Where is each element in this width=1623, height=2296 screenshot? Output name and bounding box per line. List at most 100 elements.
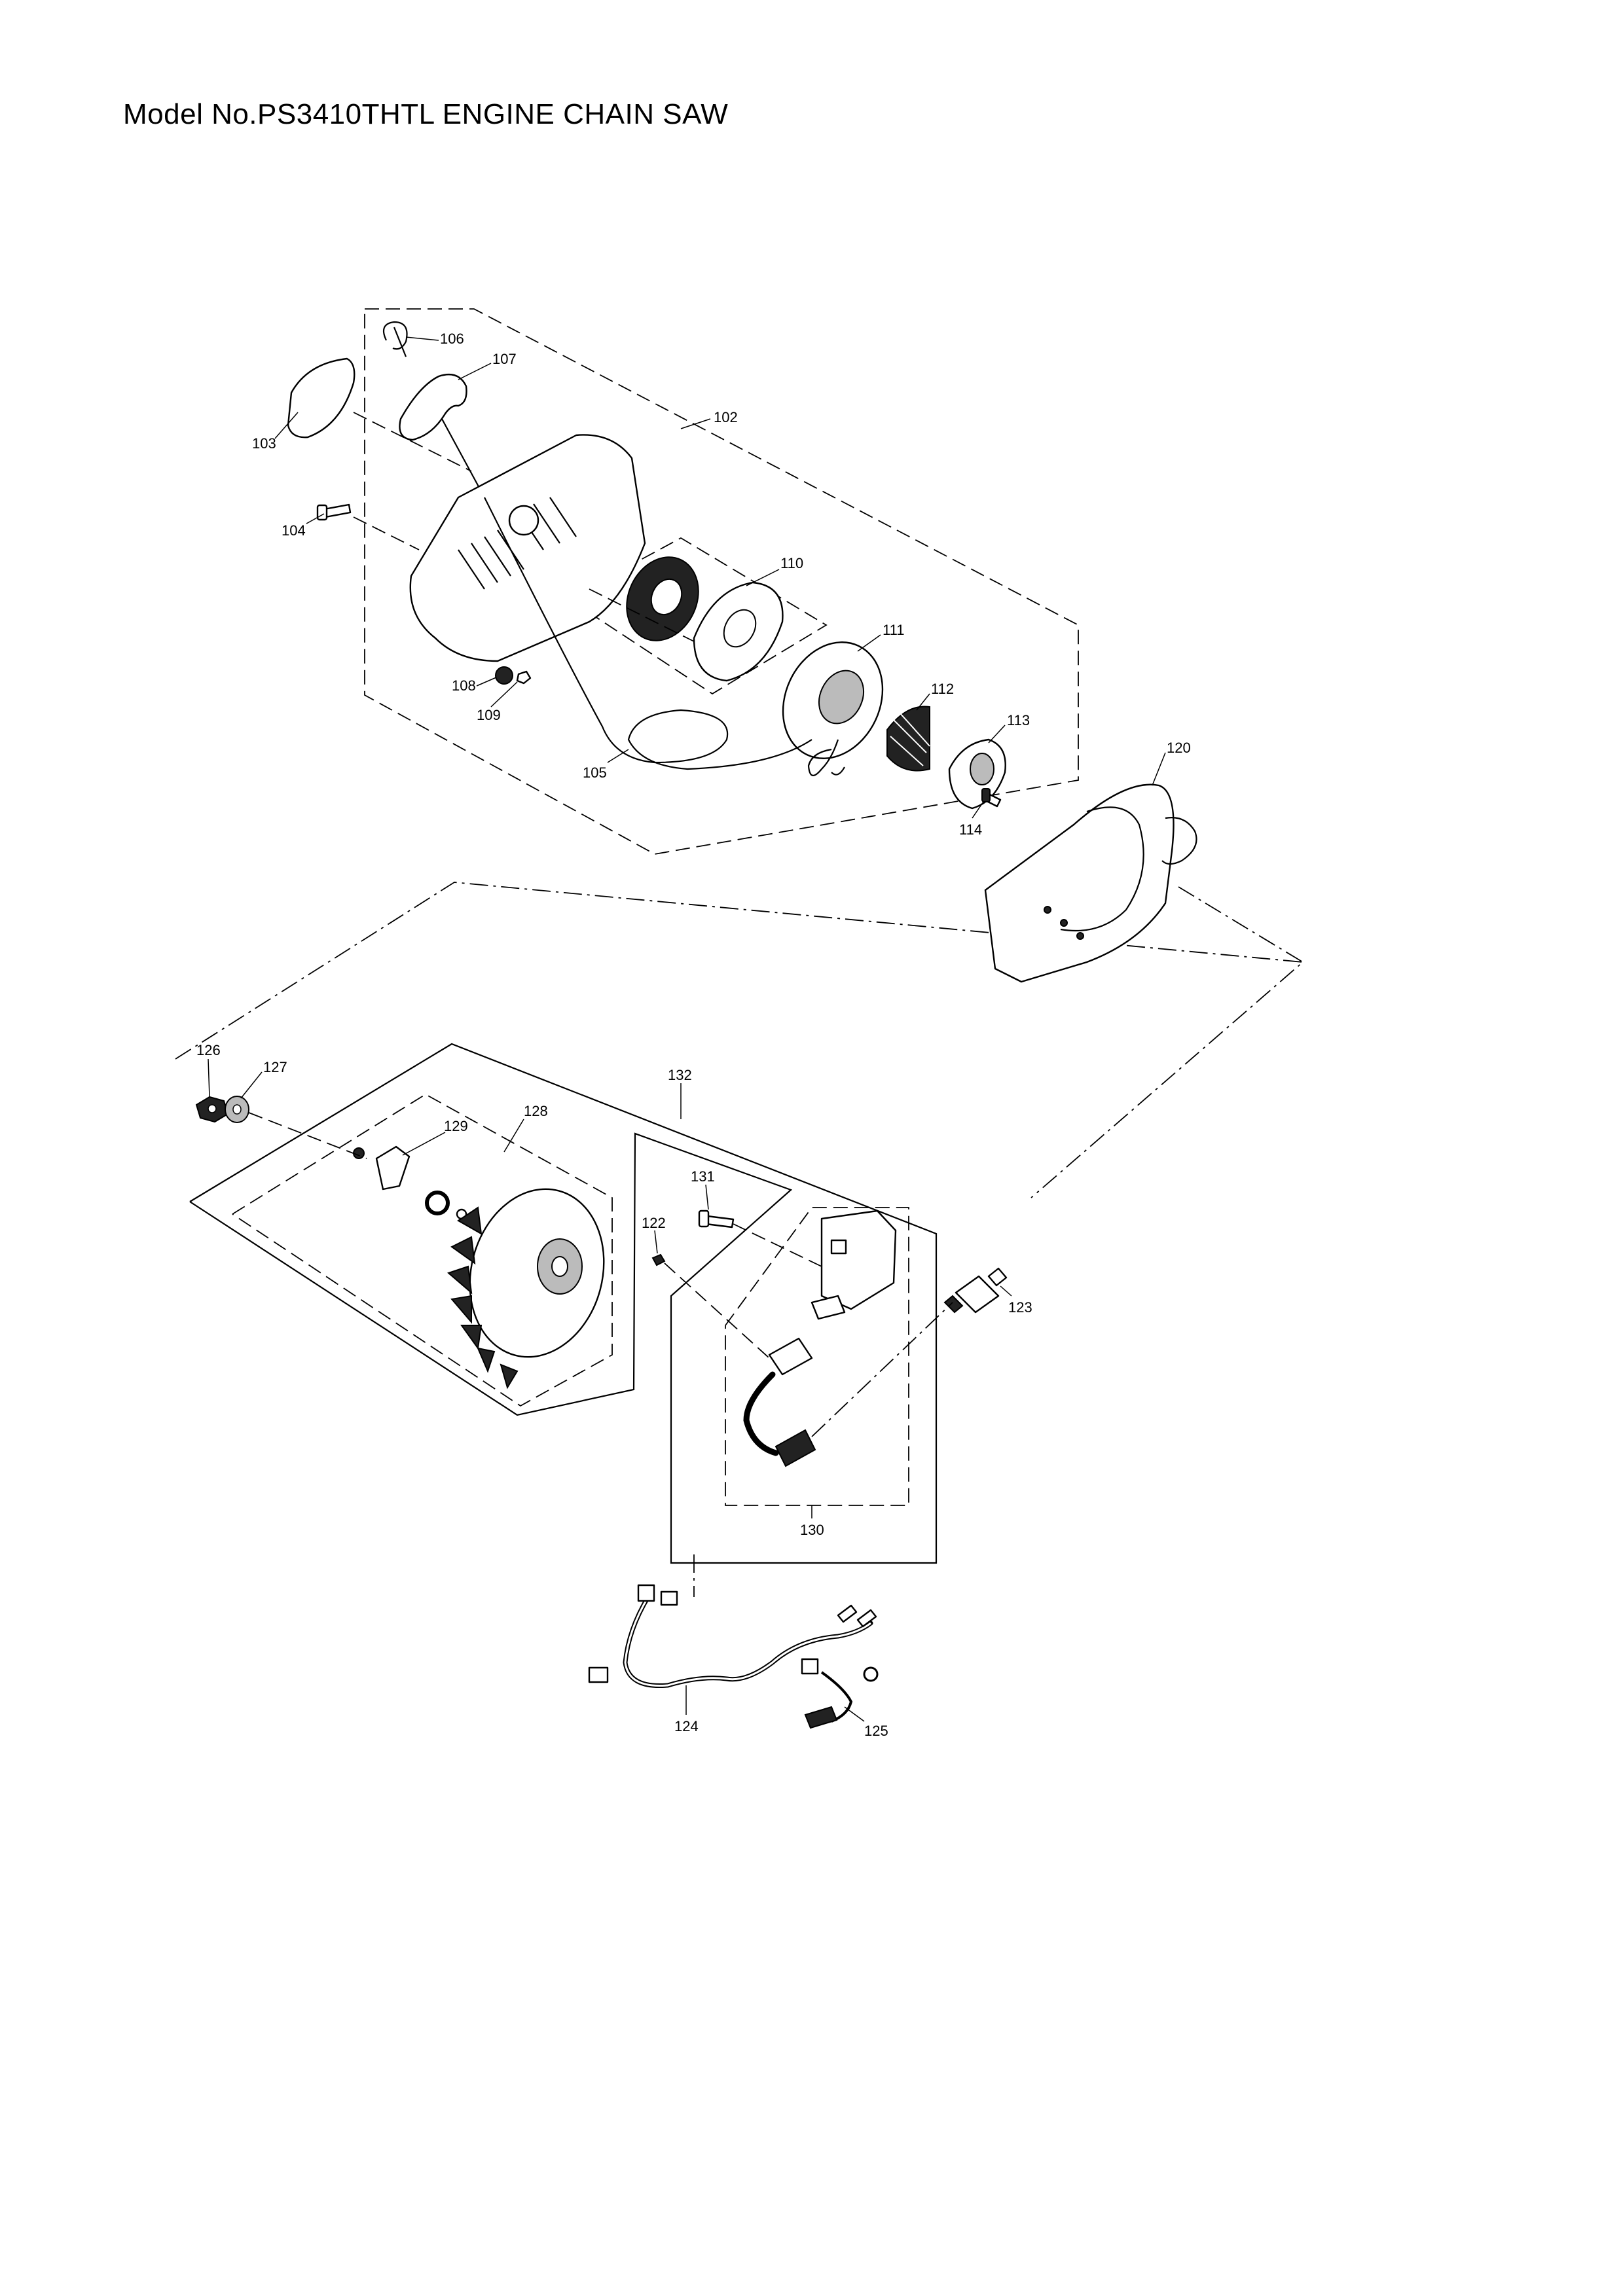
callout-120: 120: [1167, 740, 1191, 756]
flywheel-cover-bracket: [1161, 817, 1197, 865]
callout-112: 112: [931, 681, 954, 697]
spring-part-108: [495, 666, 513, 685]
align-line-spring: [589, 588, 695, 642]
cover-plate-part-103: [287, 357, 356, 439]
callout-126: 126: [196, 1042, 221, 1058]
coil-spring-part-112: [886, 706, 930, 772]
callout-111: 111: [883, 622, 904, 638]
wire-harness-outline: [624, 1596, 871, 1687]
callout-113: 113: [1007, 712, 1030, 728]
harness-connector-d: [801, 1658, 819, 1675]
flywheel-bore-128: [551, 1256, 568, 1277]
group-120-link: [1178, 886, 1304, 963]
callout-107: 107: [492, 351, 517, 367]
screw-head-104: [316, 504, 328, 521]
leader-127: [240, 1071, 263, 1099]
callout-132: 132: [668, 1067, 692, 1083]
spark-plug-part-123: [955, 1275, 1000, 1314]
ignition-module-part-130: [820, 1210, 897, 1310]
coil-spring-lines: [890, 713, 930, 766]
leader-128: [503, 1119, 524, 1153]
starter-rope-part-105: [484, 497, 812, 770]
flywheel-cover-hole-b: [1060, 919, 1068, 927]
harness-lead-125: [820, 1671, 853, 1723]
leader-126: [208, 1058, 210, 1098]
ground-lead-part-125: [804, 1706, 838, 1729]
callout-109: 109: [477, 707, 501, 723]
spark-plug-cap: [775, 1429, 816, 1467]
friction-plate-hub: [970, 753, 994, 785]
align-line-122: [664, 1263, 770, 1359]
harness-terminal-a: [837, 1604, 858, 1623]
spring-case-hole: [723, 609, 757, 648]
leader-111: [857, 634, 881, 652]
leader-129: [402, 1132, 446, 1156]
group-102-boundary: [364, 308, 1079, 855]
nut-hole-126: [208, 1104, 217, 1113]
leader-105: [607, 749, 629, 763]
leader-112: [916, 693, 930, 711]
ignition-module-base: [811, 1295, 846, 1320]
nut-part-109: [516, 670, 532, 685]
leader-104: [306, 513, 325, 524]
leader-114: [972, 801, 984, 819]
group-120-boundary: [175, 882, 1305, 1198]
harness-ring-terminal: [863, 1666, 879, 1682]
pawl-screw-129: [353, 1147, 365, 1159]
callout-124: 124: [674, 1718, 699, 1734]
screw-part-122: [651, 1253, 666, 1266]
page-title: Model No.PS3410THTL ENGINE CHAIN SAW: [123, 98, 729, 130]
leader-109: [490, 681, 518, 708]
screw-part-131: [704, 1215, 735, 1229]
callout-114: 114: [959, 821, 982, 838]
starter-housing-part-102: [409, 434, 646, 662]
flywheel-cover-hole-c: [1076, 932, 1084, 940]
callout-106: 106: [440, 331, 464, 347]
pawl-spring-129: [425, 1191, 450, 1215]
leader-113: [988, 725, 1006, 744]
align-line-127: [248, 1112, 367, 1159]
screw-part-104: [323, 503, 352, 518]
leader-102: [680, 418, 711, 429]
leader-103: [274, 412, 299, 439]
group-128-boundary: [232, 1093, 613, 1407]
group-132-boundary: [189, 1043, 938, 1564]
harness-connector-a: [637, 1584, 655, 1602]
starter-handle-stem: [441, 418, 485, 498]
align-line-123: [811, 1302, 953, 1437]
leader-122: [654, 1230, 658, 1254]
leader-125: [844, 1706, 865, 1722]
callout-102: 102: [714, 409, 738, 425]
callout-103: 103: [252, 435, 276, 452]
screw-head-131: [698, 1210, 710, 1228]
rope-end-loop: [807, 739, 845, 776]
align-line-104: [353, 516, 420, 550]
recoil-spring-hole: [650, 578, 683, 616]
leader-120: [1152, 752, 1166, 786]
flywheel-cover-hole-a: [1044, 906, 1051, 914]
pulley-hub: [818, 670, 865, 725]
rope-knot-part-106: [382, 321, 408, 357]
callout-104: 104: [282, 522, 306, 539]
callout-130: 130: [800, 1522, 824, 1538]
harness-connector-c: [588, 1666, 609, 1683]
starter-handle-part-107: [399, 373, 467, 441]
leader-108: [476, 677, 497, 687]
spark-plug-thread: [943, 1295, 964, 1314]
spark-plug-top: [987, 1267, 1008, 1287]
callout-123: 123: [1008, 1299, 1032, 1316]
ignition-lead-wire: [743, 1371, 779, 1456]
harness-terminal-b: [856, 1609, 877, 1628]
callout-110: 110: [780, 555, 803, 571]
leader-131: [705, 1184, 709, 1210]
ignition-module-window: [830, 1239, 847, 1255]
ignition-coil-lead: [768, 1337, 813, 1376]
align-line-131: [733, 1223, 822, 1267]
group-130-boundary: [725, 1207, 909, 1506]
callout-108: 108: [452, 677, 476, 694]
flywheel-cover-part-120: [984, 783, 1175, 983]
leader-107: [458, 363, 492, 380]
leader-123: [1000, 1285, 1012, 1297]
